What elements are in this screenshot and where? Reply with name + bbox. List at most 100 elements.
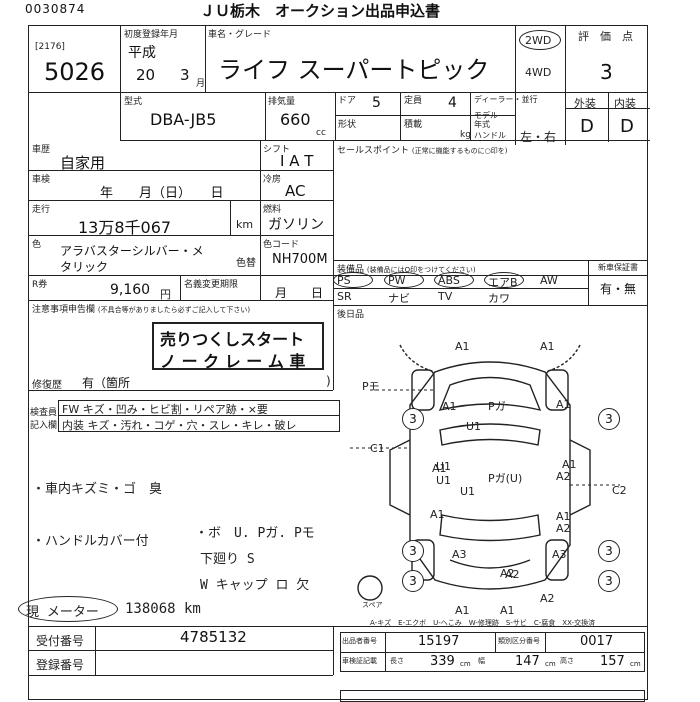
height-unit: cm	[630, 660, 641, 668]
mileage-circle	[18, 596, 118, 622]
current-mileage-label: 現 メーター	[26, 605, 99, 620]
class-label: 類別区分番号	[498, 637, 540, 645]
inspector-row-2: 内装 キズ・汚れ・コゲ・穴・スレ・キレ・破レ	[62, 419, 297, 432]
car-diagram	[350, 344, 620, 601]
equip-item: カワ	[488, 292, 510, 305]
notes-label: 注意事項申告欄 (不具合等がありましたら必ずご記入して下さい)	[32, 302, 250, 315]
reg-no-value: 4785132	[180, 628, 247, 646]
bottom-extra-box	[340, 690, 645, 702]
header-serial: 0030874	[25, 2, 85, 16]
equip-item: ナビ	[388, 292, 410, 305]
load-label: 積載	[404, 120, 423, 130]
inspector-box	[58, 400, 340, 432]
class-value: 0017	[580, 634, 614, 649]
drive-2wd: 2WD	[525, 34, 552, 47]
damage-mark: A2	[540, 592, 555, 605]
displacement-label: 排気量	[268, 97, 296, 107]
ac-value: AC	[285, 182, 306, 200]
damage-mark: A1	[562, 458, 577, 471]
notes-sub: (不具合等がありましたら必ずご記入して下さい)	[97, 306, 251, 314]
shift-label: シフト	[263, 145, 291, 155]
shape-label: 形状	[338, 120, 357, 130]
equip-item: SR	[337, 290, 352, 303]
damage-mark: A2	[556, 470, 571, 483]
meigi-value: 月 日	[275, 286, 324, 300]
form-title: ＪＵ栃木 オークション出品申込書	[200, 2, 441, 20]
first-reg-month: 3	[180, 66, 190, 84]
inspection-value: 年 月（日） 日	[100, 186, 224, 201]
capacity-label: 定員	[404, 96, 423, 106]
damage-mark: A1	[442, 400, 457, 413]
note-line-2: ・ハンドルカバー付	[32, 534, 149, 549]
car-name-label: 車名・グレード	[208, 30, 272, 40]
sales-point-label: セールスポイント (正常に機能するものに○印を)	[337, 143, 507, 156]
stamp	[152, 322, 324, 370]
damage-mark: U1	[460, 485, 476, 498]
damage-mark: 3	[402, 570, 424, 592]
small-number: [2176]	[35, 42, 65, 52]
damage-legend: A-キズ E-エクボ U-へこみ W-修理跡 S-サビ C-腐食 XX-交換済	[370, 619, 596, 627]
notes-title: 注意事項申告欄	[32, 305, 96, 315]
exterior-grade: D	[580, 116, 594, 137]
doors-value: 5	[372, 95, 381, 111]
equip-circle	[484, 272, 524, 288]
spare-label: スペア	[362, 601, 383, 609]
inspector-label-2: 記入欄	[30, 421, 58, 431]
meigi-label: 名義変更期限	[184, 280, 239, 290]
year-label: 年式	[474, 120, 490, 129]
width-value: 147	[515, 654, 540, 669]
doors-label: ドア	[338, 96, 357, 106]
kg-unit: kg	[460, 130, 471, 140]
tire-value: 有・無	[600, 282, 637, 296]
damage-mark: A1	[556, 510, 571, 523]
displacement-value: 660	[280, 110, 311, 129]
note-line-3: ・ボ U. Pガ. Pモ	[195, 526, 315, 541]
seller-label: 出品者番号	[342, 637, 377, 645]
damage-mark: U1	[436, 460, 452, 473]
damage-mark: A2	[505, 568, 520, 581]
damage-mark: A1	[455, 604, 470, 617]
note-line-5: W キャップ ロ 欠	[200, 578, 310, 593]
recycle-label: R券	[32, 280, 48, 290]
model-year-label: モデル	[474, 111, 498, 120]
color-label: 色	[32, 240, 42, 250]
width-unit: cm	[545, 660, 556, 668]
equip-circle	[384, 272, 424, 288]
stamp-line-1: 売りつくしスタート	[160, 330, 305, 349]
length-unit: cm	[460, 660, 471, 668]
first-reg-era: 平成	[128, 45, 156, 61]
score-value: 3	[600, 60, 613, 84]
reg-no-label: 受付番号	[36, 634, 85, 648]
color-value-2: タリック	[60, 260, 109, 274]
sales-point-sub: (正常に機能するものに○印を)	[411, 147, 508, 155]
dealer-label: ディーラー・並行	[474, 95, 538, 104]
recycle-value: 9,160	[110, 282, 151, 298]
equip-item: AW	[540, 274, 558, 287]
inspection-label: 車検	[32, 175, 51, 185]
handle-label: ハンドル	[474, 131, 506, 140]
damage-mark: A2	[500, 567, 515, 580]
fuel-label: 燃料	[263, 205, 282, 215]
cc-unit: cc	[316, 128, 326, 138]
model-label: 型式	[124, 97, 143, 107]
damage-mark: 3	[402, 408, 424, 430]
model-value: DBA-JB5	[150, 110, 217, 129]
color-value-1: アラバスターシルバー・メ	[60, 244, 204, 258]
km-unit: km	[236, 218, 254, 231]
damage-mark: Pガ	[488, 400, 506, 413]
ac-label: 冷房	[263, 175, 282, 185]
equip-title: 装備品	[337, 265, 365, 275]
first-reg-year: 20	[136, 66, 156, 84]
damage-mark: U1	[466, 420, 482, 433]
damage-mark: A1	[556, 398, 571, 411]
seller-value: 15197	[418, 634, 460, 649]
damage-mark: A1	[430, 508, 445, 521]
month-unit: 月	[196, 79, 206, 89]
damage-mark: C1	[370, 442, 385, 455]
width-label: 幅	[478, 657, 485, 665]
mileage-label: 走行	[32, 205, 51, 215]
damage-mark: Pガ(U)	[488, 472, 523, 485]
length-value: 339	[430, 654, 455, 669]
mileage-value: 13万8千067	[78, 218, 172, 237]
serial-number: 0030874	[25, 2, 86, 16]
